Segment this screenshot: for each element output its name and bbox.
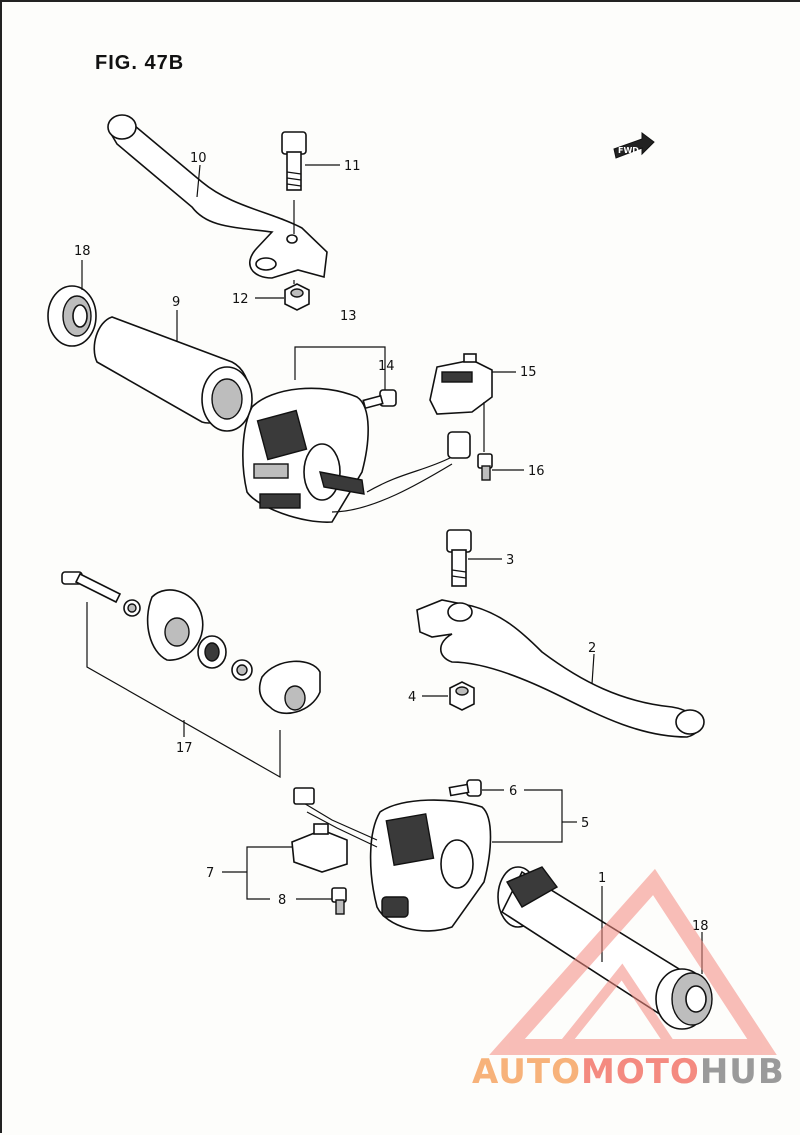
callout-6: 6 <box>509 784 517 799</box>
callout-12: 12 <box>232 292 249 307</box>
bar-end-weight-top <box>47 285 97 347</box>
callout-3: 3 <box>506 553 514 568</box>
lever-bolt <box>281 131 307 191</box>
clutch-switch-screw <box>477 453 493 481</box>
callout-8: 8 <box>278 893 286 908</box>
handlebar-grip <box>93 316 253 432</box>
switch-screw <box>362 389 397 410</box>
watermark-part-hub: HUB <box>699 1052 785 1092</box>
watermark-text: AUTOMOTOHUB <box>472 1052 785 1092</box>
brake-lever <box>107 114 328 279</box>
leader-lines <box>81 164 703 974</box>
callout-13: 13 <box>340 309 357 324</box>
callout-16: 16 <box>528 464 545 479</box>
throttle-assembly <box>61 571 321 715</box>
right-switch-screw <box>448 779 482 797</box>
clutch-lever-bolt <box>446 529 472 587</box>
callout-18-top: 18 <box>74 244 91 259</box>
callout-4: 4 <box>408 690 416 705</box>
callout-15: 15 <box>520 365 537 380</box>
callout-17: 17 <box>176 741 193 756</box>
clutch-lever-switch <box>429 353 493 459</box>
figure-title: FIG. 47B <box>95 52 185 74</box>
callout-2: 2 <box>588 641 596 656</box>
fwd-arrow-icon: FWD <box>613 132 655 159</box>
callout-10: 10 <box>190 151 207 166</box>
watermark-part-auto: AUTO <box>472 1052 581 1092</box>
front-brake-switch <box>291 823 348 873</box>
callout-labels: 10 11 12 18 9 13 14 15 16 3 2 4 17 6 5 7… <box>74 151 709 934</box>
clutch-lever-nut <box>449 681 475 711</box>
callout-18-bottom: 18 <box>692 919 709 934</box>
callout-1: 1 <box>598 871 606 886</box>
left-handlebar-switch <box>242 387 453 523</box>
callout-7: 7 <box>206 866 214 881</box>
fwd-label: FWD <box>618 146 639 155</box>
callout-14: 14 <box>378 359 395 374</box>
clutch-lever <box>416 599 705 738</box>
lever-nut <box>284 283 310 311</box>
brake-switch-screw <box>331 887 347 915</box>
callout-11: 11 <box>344 159 361 174</box>
callout-5: 5 <box>581 816 589 831</box>
watermark-part-moto: MOTO <box>580 1052 700 1092</box>
watermark-logo <box>489 868 777 1055</box>
bar-end-weight-bottom <box>671 972 713 1026</box>
callout-9: 9 <box>172 295 180 310</box>
right-handlebar-switch <box>293 787 492 932</box>
